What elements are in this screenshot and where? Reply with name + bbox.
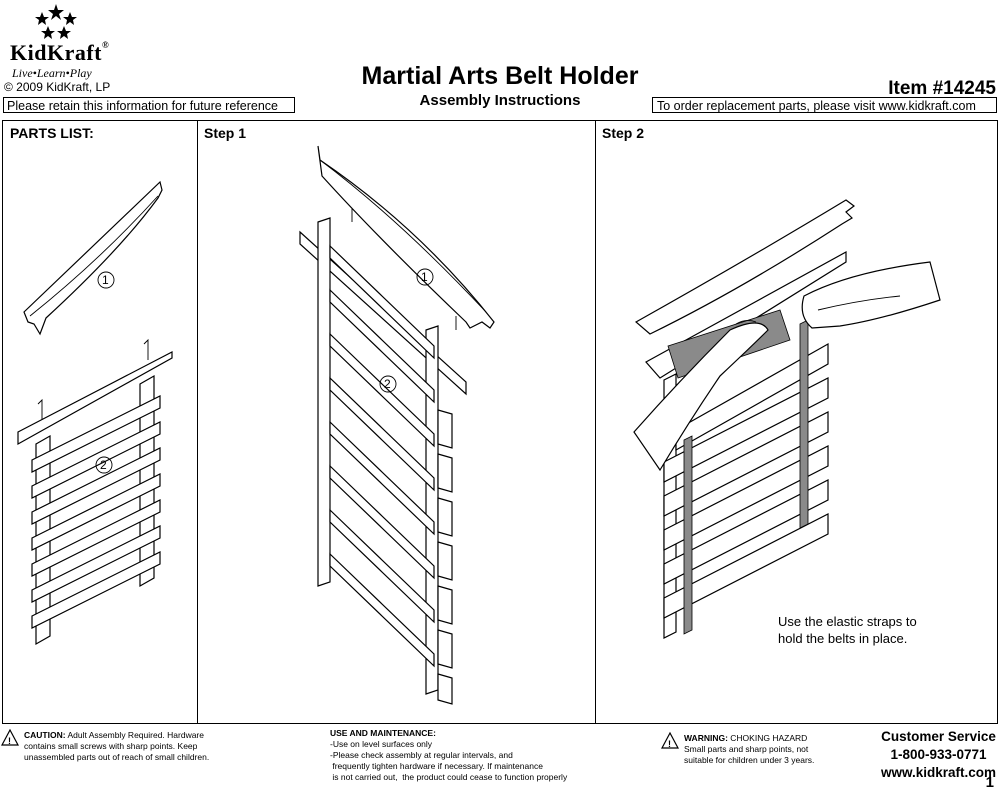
svg-text:!: ! xyxy=(668,739,671,749)
caution-icon: ! xyxy=(1,728,19,746)
panel-divider xyxy=(595,120,596,724)
order-note: To order replacement parts, please visit… xyxy=(652,97,997,113)
panel-divider xyxy=(197,120,198,724)
brand-tagline: Live•Learn•Play xyxy=(12,66,92,80)
step1-part2-number: 2 xyxy=(384,377,391,391)
page-number: 1 xyxy=(985,774,994,791)
use-maintenance-block: USE AND MAINTENANCE: -Use on level surfa… xyxy=(330,728,568,782)
step1-assembly-drawing xyxy=(299,145,495,705)
step1-label: Step 1 xyxy=(204,125,247,141)
item-number: Item #14245 xyxy=(888,78,996,99)
part1-crest-drawing xyxy=(23,180,163,336)
brand-name: KidKraft® xyxy=(10,40,110,65)
page-subtitle: Assembly Instructions xyxy=(419,92,581,109)
warning-block: WARNING: CHOKING HAZARD Small parts and … xyxy=(684,733,815,765)
caution-block: CAUTION: Adult Assembly Required. Hardwa… xyxy=(24,730,210,762)
page-title: Martial Arts Belt Holder xyxy=(361,62,639,90)
customer-service: Customer Service 1-800-933-0771 www.kidk… xyxy=(880,729,996,780)
copyright: © 2009 KidKraft, LP xyxy=(4,80,111,94)
warning-icon: ! xyxy=(661,731,679,749)
parts-list-label: PARTS LIST: xyxy=(10,125,94,141)
step2-assembly-drawing xyxy=(633,199,941,639)
step2-note: Use the elastic straps to hold the belts… xyxy=(778,614,917,646)
part2-number: 2 xyxy=(100,458,107,472)
retain-note: Please retain this information for futur… xyxy=(3,97,295,113)
instructions-frame xyxy=(2,120,998,724)
step1-part1-number: 1 xyxy=(421,270,428,284)
step2-label: Step 2 xyxy=(602,125,645,141)
part1-number: 1 xyxy=(102,273,109,287)
part2-panel-drawing xyxy=(17,338,173,646)
kidkraft-star-logo xyxy=(35,4,77,39)
svg-text:!: ! xyxy=(8,736,11,746)
